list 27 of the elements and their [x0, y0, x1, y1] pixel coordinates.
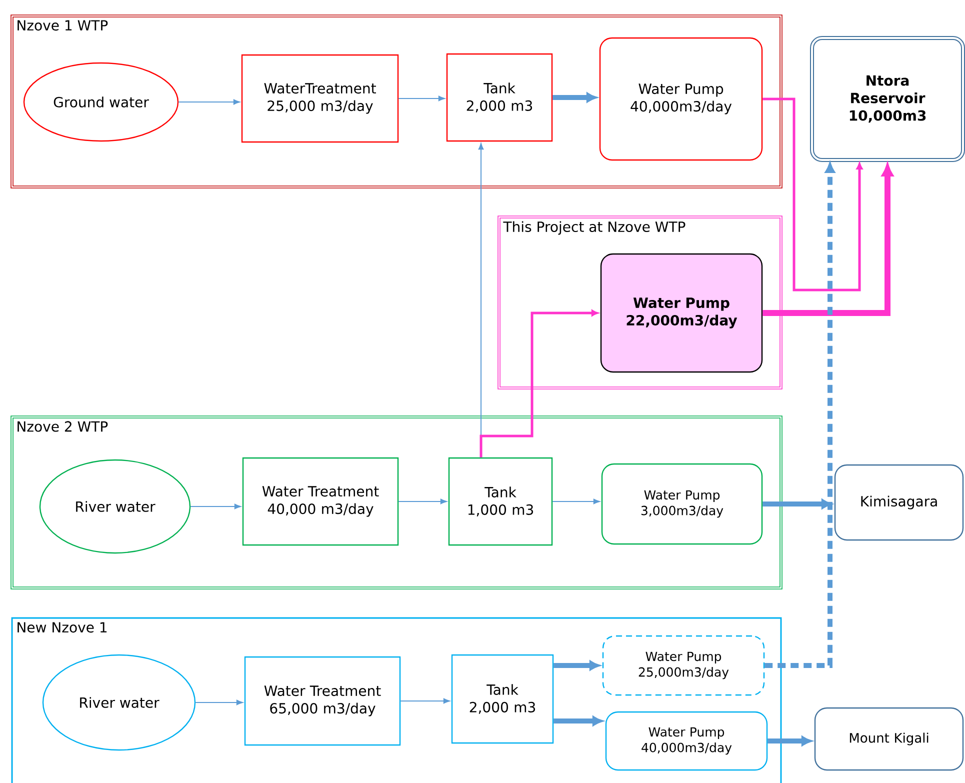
- arrow: [190, 504, 241, 510]
- arrow: [480, 310, 598, 458]
- process-box: Tank 2,000 m3: [446, 53, 553, 142]
- arrow: [195, 700, 243, 706]
- arrow: [400, 698, 450, 704]
- process-box: Tank 1,000 m3: [448, 457, 553, 546]
- reservoir-box: Ntora Reservoir 10,000m3: [810, 36, 965, 162]
- process-box: Water Treatment 40,000 m3/day: [242, 457, 399, 546]
- process-box: WaterTreatment 25,000 m3/day: [241, 54, 399, 143]
- arrow: [178, 99, 240, 105]
- process-box: Tank 2,000 m3: [451, 654, 554, 744]
- process-box: Water Pump 40,000m3/day: [605, 711, 768, 771]
- arrow: [762, 499, 832, 509]
- arrow: [554, 660, 600, 670]
- arrow: [398, 96, 445, 102]
- arrow: [398, 498, 447, 504]
- process-box: Water Pump 3,000m3/day: [601, 463, 763, 545]
- arrow: [552, 92, 596, 102]
- process-box: Water Treatment 65,000 m3/day: [244, 656, 401, 746]
- arrow: [552, 498, 600, 504]
- process-box: Kimisagara: [834, 464, 964, 541]
- process-box: Water Pump 40,000m3/day: [599, 37, 763, 161]
- process-box: Mount Kigali: [814, 707, 964, 771]
- process-box: Water Pump 25,000m3/day: [602, 635, 765, 696]
- arrow: [554, 716, 602, 726]
- arrow: [768, 736, 812, 746]
- process-box: Water Pump 22,000m3/day: [600, 253, 763, 373]
